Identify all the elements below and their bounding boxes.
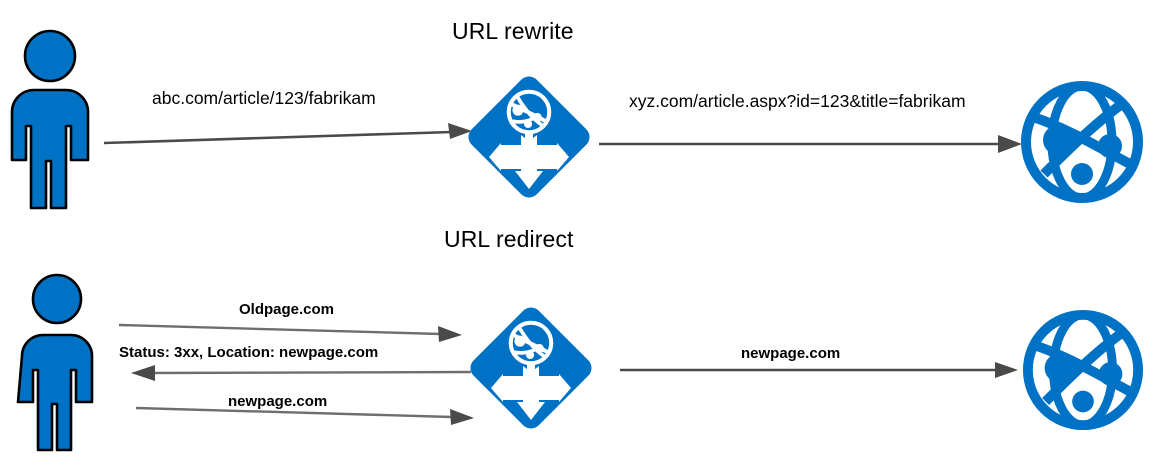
flow-label-redirect-newpage-server: newpage.com (741, 345, 841, 362)
flow-label-rewrite-request-out: xyz.com/article.aspx?id=123&title=fabrik… (629, 91, 966, 111)
arrow-redirect-newpage-server (620, 360, 1020, 380)
application-gateway-diamond-icon (461, 293, 601, 443)
flow-label-redirect-newpage-client: newpage.com (228, 393, 328, 410)
person-icon (12, 272, 106, 457)
arrow-rewrite-request-out (599, 132, 1024, 156)
flow-label-redirect-oldpage: Oldpage.com (239, 301, 335, 318)
flow-label-redirect-status: Status: 3xx, Location: newpage.com (119, 344, 379, 361)
globe-network-icon (1018, 78, 1146, 206)
section-title-url-rewrite: URL rewrite (452, 18, 574, 44)
person-icon (5, 28, 105, 210)
arrow-redirect-status (131, 363, 472, 383)
globe-network-icon (1020, 303, 1146, 437)
arrow-rewrite-request-in (103, 118, 474, 148)
flow-label-rewrite-request-in: abc.com/article/123/fabrikam (152, 88, 376, 108)
arrow-redirect-newpage-client (135, 405, 476, 427)
section-title-url-redirect: URL redirect (444, 226, 574, 252)
application-gateway-diamond-icon (459, 67, 599, 207)
arrow-redirect-oldpage (118, 320, 464, 342)
